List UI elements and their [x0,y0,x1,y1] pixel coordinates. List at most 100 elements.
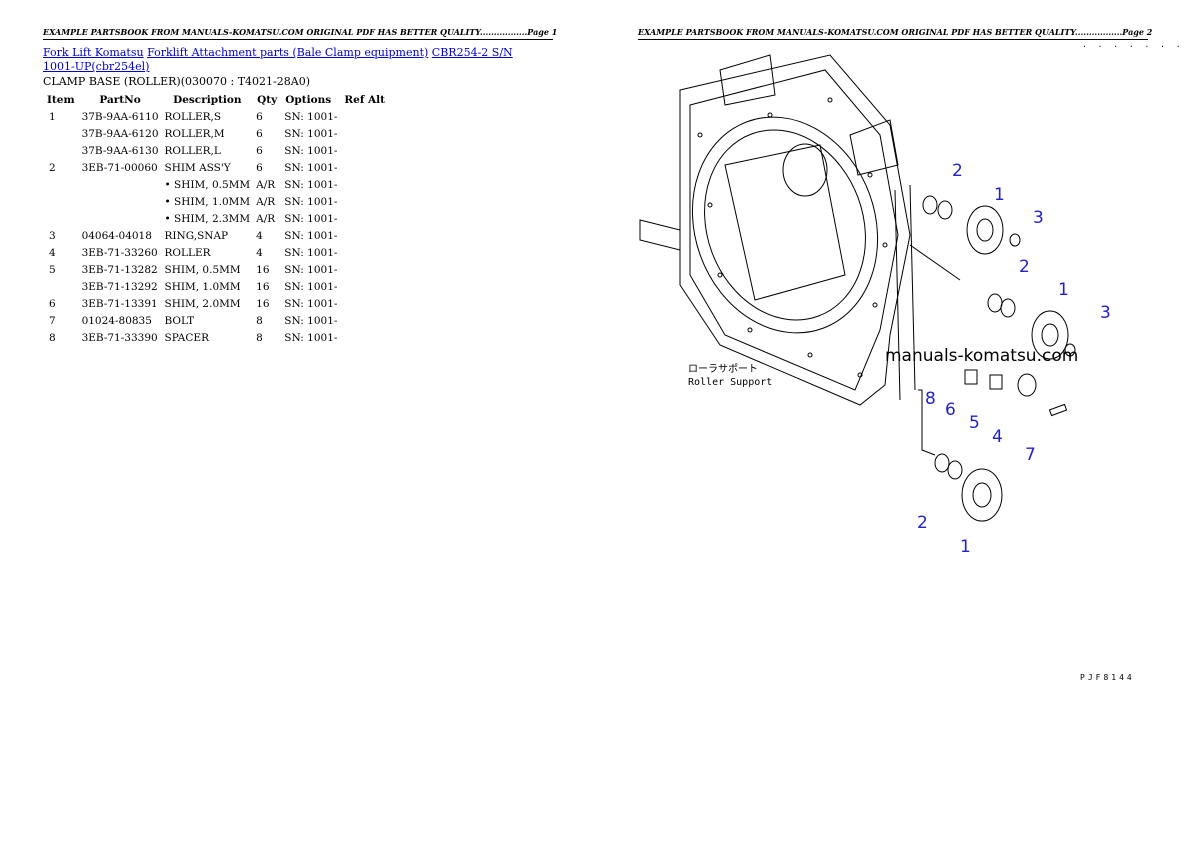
callout-1c: 1 [960,537,971,557]
page-header-1: EXAMPLE PARTSBOOK FROM MANUALS-KOMATSU.C… [43,27,557,40]
cell-refalt [340,159,389,176]
cell-partno [79,210,162,227]
cell-description: • SHIM, 2.3MM [164,212,251,225]
callout-8: 8 [925,389,936,409]
callout-1b: 1 [1058,280,1069,300]
cell-options: SN: 1001- [284,263,338,276]
cell-partno: 37B-9AA-6120 [81,127,159,140]
cell-item: 5 [49,263,56,276]
cell-description: SPACER [164,331,209,344]
cell-description: SHIM, 2.0MM [164,297,241,310]
cell-description: ROLLER,S [164,110,222,123]
cell-description: • SHIM, 0.5MM [164,178,251,191]
cell-options: SN: 1001- [284,229,338,242]
cell-options: SN: 1001- [284,195,338,208]
cell-options: SN: 1001- [284,110,338,123]
cell-options: SN: 1001- [284,331,338,344]
cell-qty: 16 [256,263,270,276]
cell-qty: 6 [256,127,263,140]
cell-qty: 8 [256,331,263,344]
cell-options: SN: 1001- [284,161,338,174]
cell-qty: 4 [256,246,263,259]
clamp-base-outline [639,54,1076,522]
cell-item [43,210,79,227]
callout-2a: 2 [952,161,963,181]
table-header-row: Item PartNo Description Qty Options Ref … [43,91,389,108]
cell-refalt [340,227,389,244]
cell-options: SN: 1001- [284,127,338,140]
table-row: • SHIM, 2.3MM A/R SN: 1001- [43,210,389,227]
section-title: CLAMP BASE (ROLLER)(030070 : T4021-28A0) [43,75,310,88]
cell-qty: 8 [256,314,263,327]
breadcrumb-link-attachment[interactable]: Forklift Attachment parts (Bale Clamp eq… [147,46,429,59]
cell-qty: 16 [256,297,270,310]
callout-2b: 2 [1019,257,1030,277]
cell-item [43,193,79,210]
callout-5: 5 [969,413,980,433]
watermark: manuals-komatsu.com [885,346,1079,366]
cell-description: • SHIM, 1.0MM [164,195,251,208]
callout-4: 4 [992,427,1003,447]
cell-partno: 3EB-71-33260 [81,246,158,259]
cell-options: SN: 1001- [284,246,338,259]
cell-partno: 37B-9AA-6110 [81,110,159,123]
cell-partno: 3EB-71-13391 [81,297,158,310]
table-row: 37B-9AA-6120 ROLLER,M 6 SN: 1001- [43,125,389,142]
cell-item [43,278,79,295]
cell-description: SHIM ASS'Y [164,161,231,174]
cell-options: SN: 1001- [284,212,338,225]
label-roller-support: Roller Support [688,377,772,388]
parts-drawing: 2 1 3 2 1 3 8 6 5 4 7 2 1 ローラサポート Roller… [639,54,1111,557]
cell-partno: 04064-04018 [81,229,152,242]
cell-qty: 4 [256,229,263,242]
cell-options: SN: 1001- [284,314,338,327]
col-header-refalt: Ref Alt [344,93,385,106]
cell-item [43,176,79,193]
col-header-options: Options [285,93,332,106]
cell-options: SN: 1001- [284,178,338,191]
cell-qty: 6 [256,110,263,123]
cell-refalt [340,312,389,329]
callout-3b: 3 [1100,303,1111,323]
cell-refalt [340,261,389,278]
cell-description: ROLLER,L [164,144,221,157]
cell-description: RING,SNAP [164,229,229,242]
cell-qty: 6 [256,161,263,174]
col-header-item: Item [47,93,75,106]
drawing-callouts: 2 1 3 2 1 3 8 6 5 4 7 2 1 [917,161,1111,557]
cell-refalt [340,193,389,210]
cell-item: 2 [49,161,56,174]
cell-item: 1 [49,110,56,123]
cell-options: SN: 1001- [284,297,338,310]
cell-description: ROLLER,M [164,127,225,140]
cell-qty: A/R [256,212,276,225]
cell-partno: 37B-9AA-6130 [81,144,159,157]
table-row: 1 37B-9AA-6110 ROLLER,S 6 SN: 1001- [43,108,389,125]
page-header-2: EXAMPLE PARTSBOOK FROM MANUALS-KOMATSU.C… [638,27,1152,40]
breadcrumb-link-forklift[interactable]: Fork Lift Komatsu [43,46,144,59]
cell-qty: 6 [256,144,263,157]
label-jp: ローラサポート [688,363,758,375]
callout-2c: 2 [917,513,928,533]
cell-description: ROLLER [164,246,211,259]
callout-6: 6 [945,400,956,420]
cell-options: SN: 1001- [284,280,338,293]
cell-description: BOLT [164,314,195,327]
cell-refalt [340,278,389,295]
cell-item [43,125,79,142]
breadcrumb-link-model[interactable]: CBR254-2 S/N 1001-UP(cbr254el) [43,46,513,73]
cell-refalt [340,176,389,193]
cell-qty: 16 [256,280,270,293]
col-header-qty: Qty [257,93,278,106]
cell-partno: 3EB-71-00060 [81,161,158,174]
cell-item: 3 [49,229,56,242]
cell-options: SN: 1001- [284,144,338,157]
cell-partno: 3EB-71-13292 [81,280,158,293]
cell-partno: 3EB-71-33390 [81,331,158,344]
